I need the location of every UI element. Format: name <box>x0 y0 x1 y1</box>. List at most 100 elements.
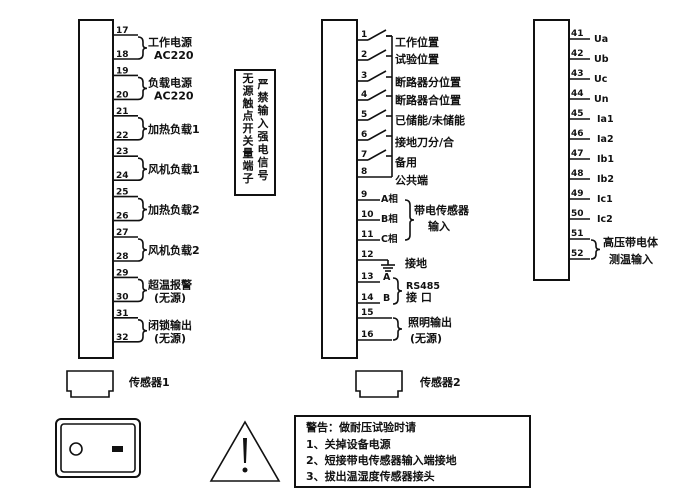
terminal-label: Uc <box>594 74 607 85</box>
sensor-brace <box>404 199 415 241</box>
terminal-number: 50 <box>571 209 584 219</box>
warning-item: 3、拔出温湿度传感器接头 <box>306 469 435 483</box>
notice-sign-char: 禁 <box>258 90 269 104</box>
terminal-number: 3 <box>361 71 367 81</box>
terminal-number: 20 <box>116 90 129 100</box>
terminal-number: 12 <box>361 250 374 260</box>
terminal-number: 45 <box>571 109 584 119</box>
sensor-input-label: 带电传感器 <box>414 203 470 217</box>
warning-item: 2、短接带电传感器输入端接地 <box>306 453 457 467</box>
terminal-label: AC220 <box>154 89 194 102</box>
switch-contact <box>367 49 387 61</box>
lighting-label: (无源) <box>410 331 442 345</box>
sensor-input-label: 输入 <box>428 219 450 233</box>
phase-label: B相 <box>381 213 398 225</box>
terminal-number: 42 <box>571 49 584 59</box>
terminal-number: 44 <box>571 89 584 99</box>
switch-contact <box>367 89 387 101</box>
switch-contact <box>367 29 387 41</box>
terminal-label: Ib2 <box>597 174 614 185</box>
terminal-number: 28 <box>116 252 129 262</box>
terminal-number: 51 <box>571 229 584 239</box>
terminal-number: 25 <box>116 188 129 198</box>
terminal-label: 工作电源 <box>148 35 192 49</box>
notice-sign-char: 子 <box>243 172 254 185</box>
terminal-number: 49 <box>571 189 584 199</box>
switch-contact <box>367 149 387 161</box>
terminal-number: 23 <box>116 147 129 157</box>
pin-label: A <box>383 272 391 283</box>
sensor2-connector <box>355 370 403 398</box>
terminal-number: 9 <box>361 190 367 200</box>
terminal-label: Ub <box>594 54 609 65</box>
terminal-label: 风机负载2 <box>148 243 200 257</box>
notice-sign-char: 端 <box>243 159 254 173</box>
rs485-label: 接 口 <box>406 290 432 304</box>
terminal-number: 24 <box>116 171 129 181</box>
terminal-number: 27 <box>116 228 129 238</box>
terminal-number: 8 <box>361 167 367 177</box>
terminal-label: Un <box>594 94 609 105</box>
power-switch-button[interactable] <box>55 418 141 478</box>
terminal-number: 32 <box>116 333 129 343</box>
terminal-number: 43 <box>571 69 584 79</box>
terminal-number: 13 <box>361 272 374 282</box>
exclamation-mark <box>243 438 247 463</box>
terminal-number: 11 <box>361 230 374 240</box>
switch-label: 断路器合位置 <box>395 93 461 107</box>
pin-label: B <box>383 293 390 304</box>
terminal-block-left <box>78 19 114 359</box>
terminal-number: 5 <box>361 110 367 120</box>
warning-item: 1、关掉设备电源 <box>306 437 391 451</box>
terminal-label: 闭锁输出 <box>148 318 192 332</box>
terminal-label: 超温报警 <box>147 277 192 291</box>
exclamation-dot <box>242 467 248 473</box>
terminal-label: AC220 <box>154 49 194 62</box>
sensor2-label: 传感器2 <box>419 375 461 389</box>
switch-contact <box>367 70 387 82</box>
notice-sign-char: 严 <box>257 78 269 91</box>
switch-contact <box>367 109 387 121</box>
terminal-label: (无源) <box>154 331 186 345</box>
notice-sign-char: 关 <box>243 134 254 148</box>
switch-label: 已储能/未储能 <box>395 113 465 127</box>
terminal-label: Ia2 <box>597 134 614 145</box>
terminal-brace <box>137 319 148 343</box>
terminal-brace <box>137 36 148 60</box>
terminal-number: 26 <box>116 212 129 222</box>
terminal-number: 22 <box>116 131 129 141</box>
terminal-label: (无源) <box>154 290 186 304</box>
terminal-number: 1 <box>361 30 367 40</box>
terminal-brace <box>137 157 148 181</box>
switch-label: 断路器分位置 <box>395 75 461 89</box>
notice-sign-char: 输 <box>258 103 270 117</box>
terminal-number: 18 <box>116 50 129 60</box>
terminal-number: 48 <box>571 169 584 179</box>
rs485-brace <box>392 277 403 305</box>
terminal-label: 负载电源 <box>148 75 192 89</box>
notice-sign-char: 强 <box>258 130 269 143</box>
terminal-label: 加热负载1 <box>147 122 200 136</box>
terminal-number: 21 <box>116 107 129 117</box>
switch-label: 公共端 <box>395 173 428 187</box>
power-off-icon <box>69 442 83 456</box>
terminal-brace <box>137 76 148 101</box>
phase-label: A相 <box>381 193 398 205</box>
power-on-icon <box>112 446 123 452</box>
switch-label: 接地刀分/合 <box>395 135 455 149</box>
notice-sign-char: 触 <box>242 96 254 110</box>
hv-brace <box>590 239 601 260</box>
switch-label: 工作位置 <box>395 35 439 49</box>
sensor1-connector <box>66 370 114 398</box>
terminal-number: 19 <box>116 66 129 76</box>
notice-sign-char: 量 <box>243 147 254 160</box>
terminal-number: 41 <box>571 29 584 39</box>
phase-label: C相 <box>381 233 397 245</box>
terminal-label: Ia1 <box>597 114 614 125</box>
warning-triangle-icon <box>209 420 281 482</box>
lighting-brace <box>392 317 403 341</box>
terminal-label: Ib1 <box>597 154 614 165</box>
terminal-number: 17 <box>116 26 129 36</box>
hv-temp-label: 测温输入 <box>609 252 653 266</box>
